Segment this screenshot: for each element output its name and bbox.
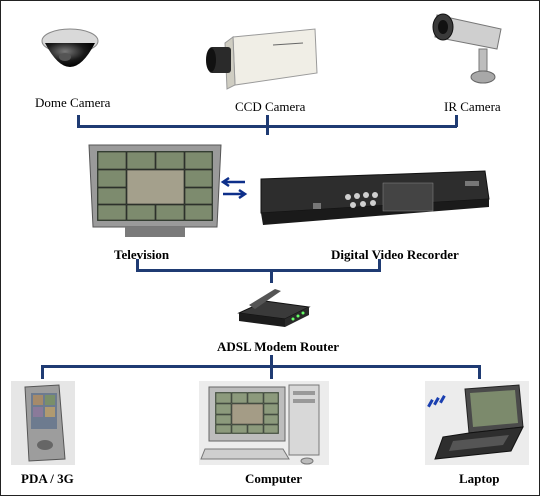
ir-drop-line <box>455 115 458 127</box>
television-image <box>85 141 225 241</box>
dome-camera-image <box>39 19 101 89</box>
modem-label: ADSL Modem Router <box>217 339 340 354</box>
pda-drop-line <box>41 365 44 379</box>
tv-drop-line <box>136 259 139 271</box>
dvr-drop-line <box>378 259 381 271</box>
laptop-drop-line <box>478 365 481 379</box>
laptop-image <box>425 381 529 465</box>
dome-drop-line <box>77 115 80 127</box>
ccd-camera-image <box>203 23 321 93</box>
dome-camera-label: Dome Camera <box>35 95 111 110</box>
dvr-label: Digital Video Recorder <box>331 247 459 262</box>
ccd-drop-line <box>266 115 269 135</box>
recorder-bus-line <box>136 269 381 272</box>
ccd-camera-label: CCD Camera <box>235 99 306 114</box>
television-label: Television <box>114 247 170 262</box>
pda-image <box>11 381 75 465</box>
computer-label: Computer <box>245 471 303 486</box>
ir-camera-label: IR Camera <box>444 99 501 114</box>
modem-image <box>235 283 313 333</box>
modem-down-line <box>270 355 273 367</box>
ir-camera-image <box>431 5 507 91</box>
laptop-label: Laptop <box>459 471 500 486</box>
computer-drop-line <box>270 365 273 379</box>
modem-up-line <box>270 269 273 283</box>
bidirectional-arrow-icon <box>219 177 249 199</box>
dvr-image <box>253 169 493 235</box>
client-bus-line <box>41 365 481 368</box>
computer-image <box>199 381 329 465</box>
pda-label: PDA / 3G <box>21 471 74 486</box>
